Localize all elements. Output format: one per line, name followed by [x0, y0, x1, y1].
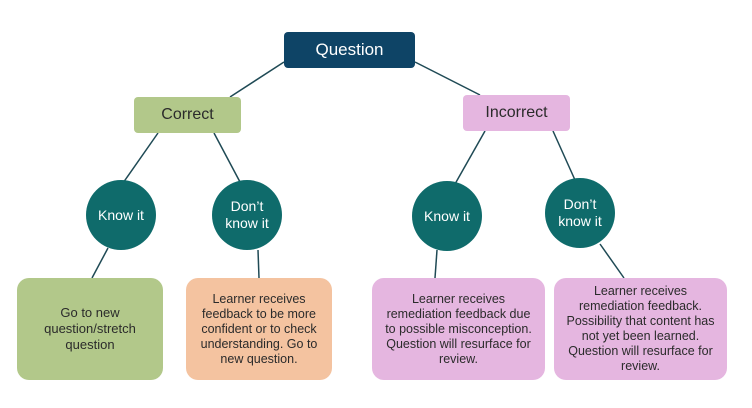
correct-dont-know-it-circle: Don’t know it	[212, 180, 282, 250]
incorrect-know-it-label: Know it	[424, 207, 470, 224]
outcome-correct-know: Go to new question/stretch question	[17, 278, 163, 380]
outcome-incorrect-dont-know: Learner receives remediation feedback. P…	[554, 278, 727, 380]
edge-correct-dontknow	[213, 132, 241, 183]
correct-node: Correct	[134, 97, 241, 133]
correct-dont-know-it-label: Don’t know it	[225, 198, 269, 231]
outcome-correct-know-text: Go to new question/stretch question	[44, 305, 136, 352]
edge-incorrect-know	[454, 130, 486, 185]
outcome-incorrect-know-text: Learner receives remediation feedback du…	[385, 291, 532, 366]
correct-know-it-label: Know it	[98, 206, 144, 223]
edge-incorrect-dontknow	[552, 130, 576, 181]
outcome-incorrect-dont-know-text: Learner receives remediation feedback. P…	[566, 284, 715, 373]
incorrect-dont-know-it-label: Don’t know it	[558, 196, 602, 229]
incorrect-node: Incorrect	[463, 95, 570, 131]
edge-dontknow-outcome-4	[599, 243, 625, 279]
incorrect-label: Incorrect	[485, 104, 548, 121]
incorrect-dont-know-it-circle: Don’t know it	[545, 178, 615, 248]
outcome-correct-dont-know: Learner receives feedback to be more con…	[186, 278, 332, 380]
root-label: Question	[315, 40, 384, 59]
edge-correct-know	[122, 132, 159, 184]
correct-know-it-circle: Know it	[86, 180, 156, 250]
outcome-correct-dont-know-text: Learner receives feedback to be more con…	[200, 291, 318, 366]
outcome-incorrect-know: Learner receives remediation feedback du…	[372, 278, 545, 380]
root-question-node: Question	[284, 32, 415, 68]
incorrect-know-it-circle: Know it	[412, 181, 482, 251]
edge-root-incorrect	[414, 61, 481, 96]
edge-know-outcome-1	[91, 247, 109, 279]
edge-root-correct	[229, 61, 285, 98]
edge-know-outcome-3	[434, 249, 438, 279]
correct-label: Correct	[161, 106, 214, 123]
edge-dontknow-outcome-2	[257, 249, 260, 279]
